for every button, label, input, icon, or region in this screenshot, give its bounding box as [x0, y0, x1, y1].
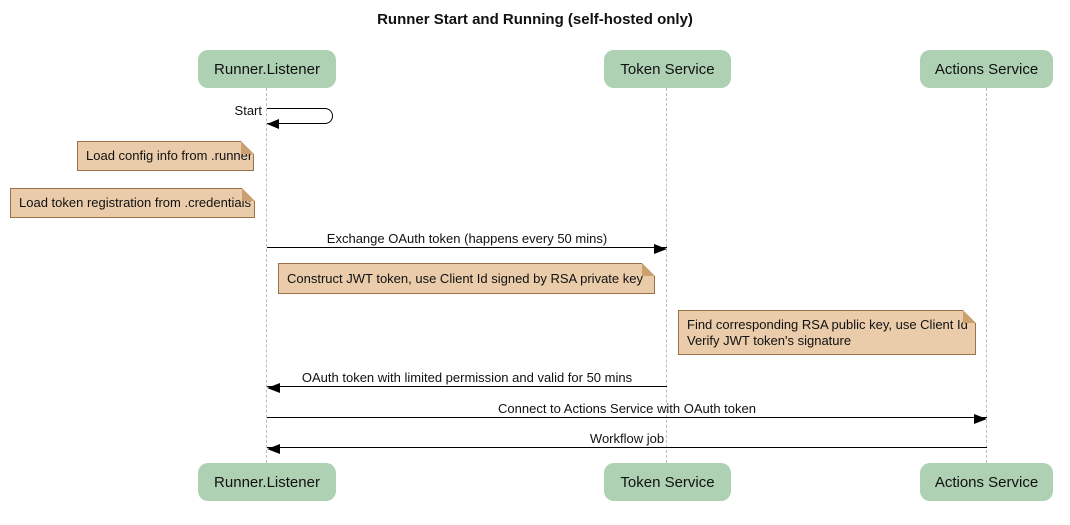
message-label: Exchange OAuth token (happens every 50 m…: [326, 231, 608, 246]
message-workflow-job: Workflow job: [267, 431, 987, 454]
participant-token-service-top: Token Service: [604, 50, 731, 88]
note-load-token-registration: Load token registration from .credential…: [10, 188, 255, 218]
arrowhead-right-icon: [974, 413, 987, 424]
note-text: Load token registration from .credential…: [19, 195, 251, 210]
participant-runner-listener-bottom: Runner.Listener: [198, 463, 336, 501]
participant-label: Runner.Listener: [214, 473, 320, 491]
participant-label: Actions Service: [934, 473, 1039, 491]
arrowhead-left-icon: [267, 443, 280, 454]
message-line: [267, 382, 667, 393]
participant-label: Actions Service: [934, 60, 1039, 78]
message-line: [267, 243, 667, 254]
message-label: Connect to Actions Service with OAuth to…: [498, 401, 756, 416]
message-oauth-token-response: OAuth token with limited permission and …: [267, 370, 667, 393]
message-label: OAuth token with limited permission and …: [301, 370, 633, 385]
participant-actions-service-bottom: Actions Service: [920, 463, 1053, 501]
participant-label: Token Service: [620, 60, 715, 78]
self-message-start-label: Start: [234, 103, 262, 118]
message-exchange-oauth-token: Exchange OAuth token (happens every 50 m…: [267, 231, 667, 254]
participant-actions-service-top: Actions Service: [920, 50, 1053, 88]
participant-token-service-bottom: Token Service: [604, 463, 731, 501]
diagram-title: Runner Start and Running (self-hosted on…: [377, 11, 693, 28]
note-load-config: Load config info from .runner: [77, 141, 254, 171]
arrowhead-left-icon: [267, 119, 279, 129]
note-text: Find corresponding RSA public key, use C…: [687, 316, 968, 348]
note-text: Construct JWT token, use Client Id signe…: [287, 270, 643, 286]
message-line: [267, 443, 987, 454]
message-connect-actions-service: Connect to Actions Service with OAuth to…: [267, 401, 987, 424]
arrowhead-left-icon: [267, 382, 280, 393]
note-construct-jwt: Construct JWT token, use Client Id signe…: [278, 263, 655, 294]
lifeline-actions-service: [986, 88, 987, 463]
message-line: [267, 413, 987, 424]
lifeline-token-service: [666, 88, 667, 463]
lifeline-runner-listener: [266, 88, 267, 463]
note-verify-jwt: Find corresponding RSA public key, use C…: [678, 310, 976, 355]
participant-label: Runner.Listener: [214, 60, 320, 78]
participant-runner-listener-top: Runner.Listener: [198, 50, 336, 88]
message-label: Workflow job: [589, 431, 665, 446]
self-message-loop-arrow: [267, 108, 333, 124]
note-text: Load config info from .runner: [86, 148, 253, 163]
arrowhead-right-icon: [654, 243, 667, 254]
participant-label: Token Service: [620, 473, 715, 491]
